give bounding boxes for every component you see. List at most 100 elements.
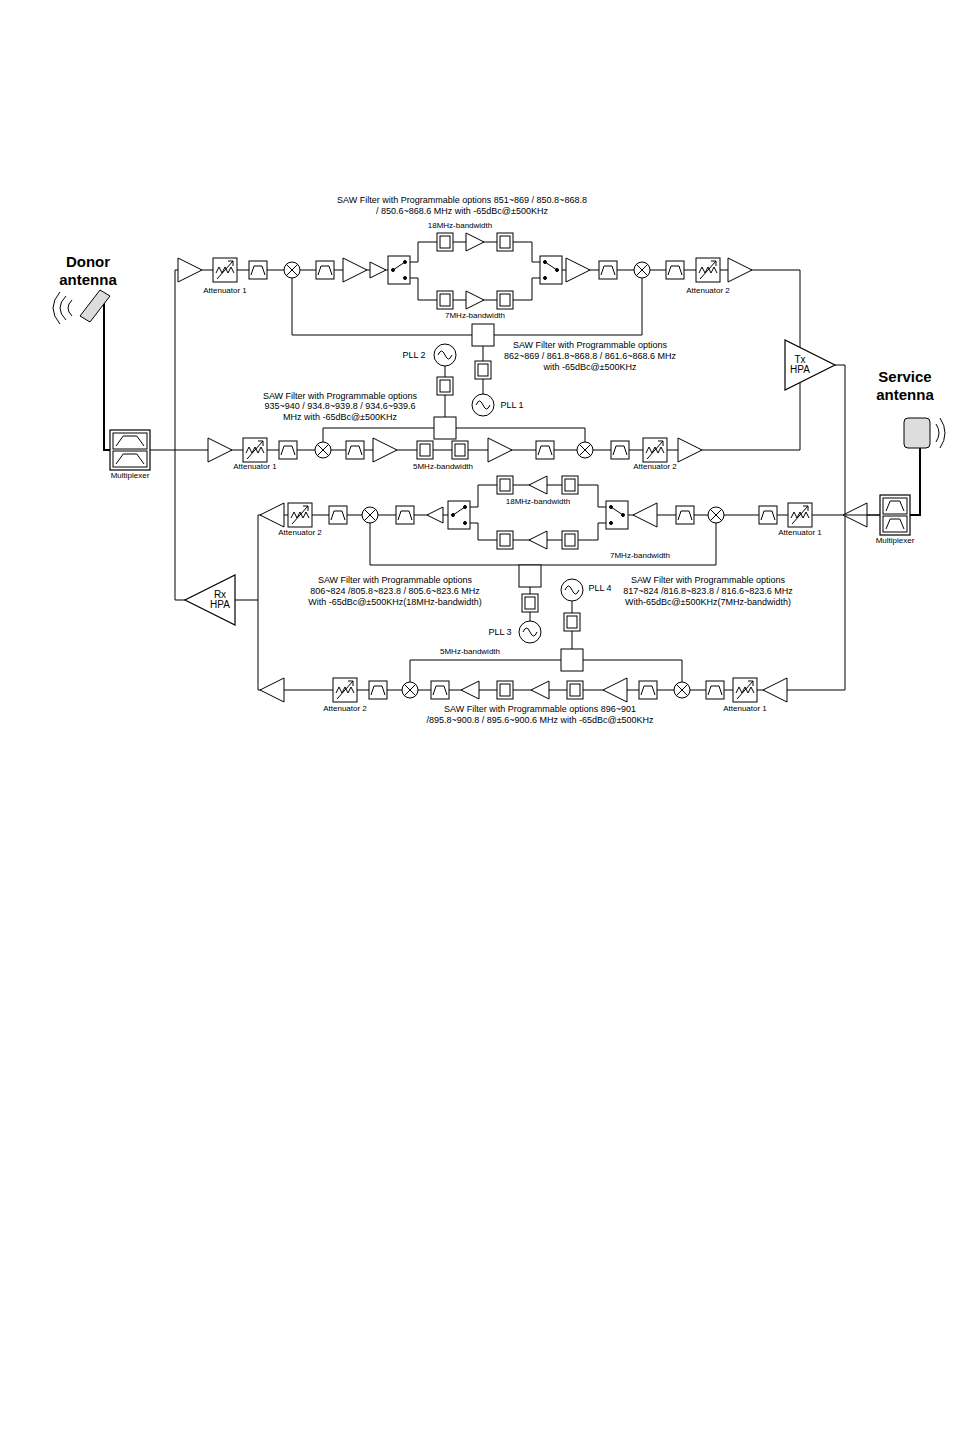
radio-waves [936,418,945,448]
annotation-text: PLL 1 [497,400,527,411]
annotation-text: 7MHz-bandwidth [595,551,685,561]
saw-filter-symbol [567,681,583,699]
signal-wire [235,600,258,601]
attenuator-symbol [217,261,233,279]
multiplexer-outline [113,451,147,467]
amplifier-symbol [633,503,657,527]
bandpass-filter-symbol [706,681,724,699]
bandpass-filter-symbol [666,261,684,279]
signal-wire [175,270,176,450]
multiplexer-outline [116,436,144,446]
node-label: Tx HPA [787,340,813,390]
switch-symbol [448,501,470,529]
multiplexer-outline [880,495,910,535]
mixer-symbol [286,264,297,275]
annotation-text: 7MHz-bandwidth [430,311,520,321]
mixer-symbol [404,684,415,695]
bandpass-filter-symbol [251,266,265,275]
attenuator-symbol [737,681,753,699]
attenuator-symbol [213,258,237,282]
bandpass-filter-symbol [708,686,722,695]
annotation-text: Attenuator 2 [620,462,690,472]
multiplexer-outline [883,498,907,514]
saw-filter-symbol [570,684,580,696]
switch-symbol [388,256,410,284]
saw-filter-symbol [497,476,513,494]
bandpass-filter-symbol [759,506,777,524]
signal-wire [410,242,540,300]
amplifier-symbol [488,438,512,462]
annotation-text: Attenuator 2 [673,286,743,296]
bandpass-filter-symbol [369,681,387,699]
switch-symbol [545,262,557,270]
antenna-cable [910,448,920,515]
splitter-symbol [434,417,456,439]
attenuator-symbol [788,503,812,527]
amplifier-symbol [208,438,232,462]
switch-symbol [606,501,628,529]
bandpass-filter-symbol [279,441,297,459]
amplifier-symbol [566,258,590,282]
oscillator-symbol [438,351,452,359]
bandpass-filter-symbol [538,446,552,455]
saw-filter-symbol [562,476,578,494]
bandpass-filter-symbol [316,261,334,279]
saw-filter-symbol [500,534,510,546]
annotation-text: Attenuator 1 [220,462,290,472]
attenuator-symbol [288,503,312,527]
annotation-text: 18MHz-bandwidth [410,221,510,231]
mixer-symbol [634,262,650,278]
service-antenna-icon [904,418,930,448]
multiplexer-outline [113,433,147,449]
amplifier-symbol [343,258,367,282]
attenuator-symbol [333,678,357,702]
multiplexer-node: Multiplexer [880,495,910,535]
saw-filter-symbol [497,681,513,699]
amplifier-outline [185,575,235,625]
switch-symbol [540,256,562,284]
mixer-symbol [579,444,590,455]
bandpass-filter-symbol [639,681,657,699]
saw-filter-symbol [497,291,513,309]
oscillator-symbol [519,621,541,643]
amplifier-outline [785,340,835,390]
saw-filter-symbol [455,444,465,456]
multiplexer-outline [116,454,144,464]
attenuator-symbol [733,678,757,702]
amplifier-symbol [531,681,549,699]
node-label: Rx HPA [207,575,233,625]
bandpass-filter-symbol [433,686,447,695]
annotation-text: PLL 2 [399,350,429,361]
multiplexer-outline [883,516,907,532]
bandpass-filter-symbol [676,506,694,524]
bandpass-filter-symbol [346,441,364,459]
saw-filter-symbol [500,294,510,306]
saw-filter-symbol [567,616,577,628]
switch-symbol [611,507,623,515]
multiplexer-outline [110,430,150,470]
signal-wire [470,485,606,540]
attenuator-symbol [647,441,663,459]
amplifier-symbol [466,291,484,309]
annotation-text: SAW Filter with Programmable options 935… [255,391,425,423]
oscillator-symbol [434,344,456,366]
saw-filter-symbol [565,534,575,546]
oscillator-symbol [472,394,494,416]
bandpass-filter-symbol [348,446,362,455]
saw-filter-symbol [437,233,453,251]
bandpass-filter-symbol [318,266,332,275]
bandpass-filter-symbol [599,261,617,279]
amplifier-symbol [603,678,627,702]
attenuator-symbol [792,506,808,524]
attenuator-symbol [292,506,308,524]
annotation-text: Attenuator 2 [265,528,335,538]
mixer-symbol [402,682,418,698]
signal-wire [258,515,845,690]
oscillator-symbol [565,586,579,594]
saw-filter-symbol [452,441,468,459]
annotation-text: 5MHz-bandwidth [425,647,515,657]
antenna-cable [104,296,110,450]
saw-filter-symbol [500,684,510,696]
